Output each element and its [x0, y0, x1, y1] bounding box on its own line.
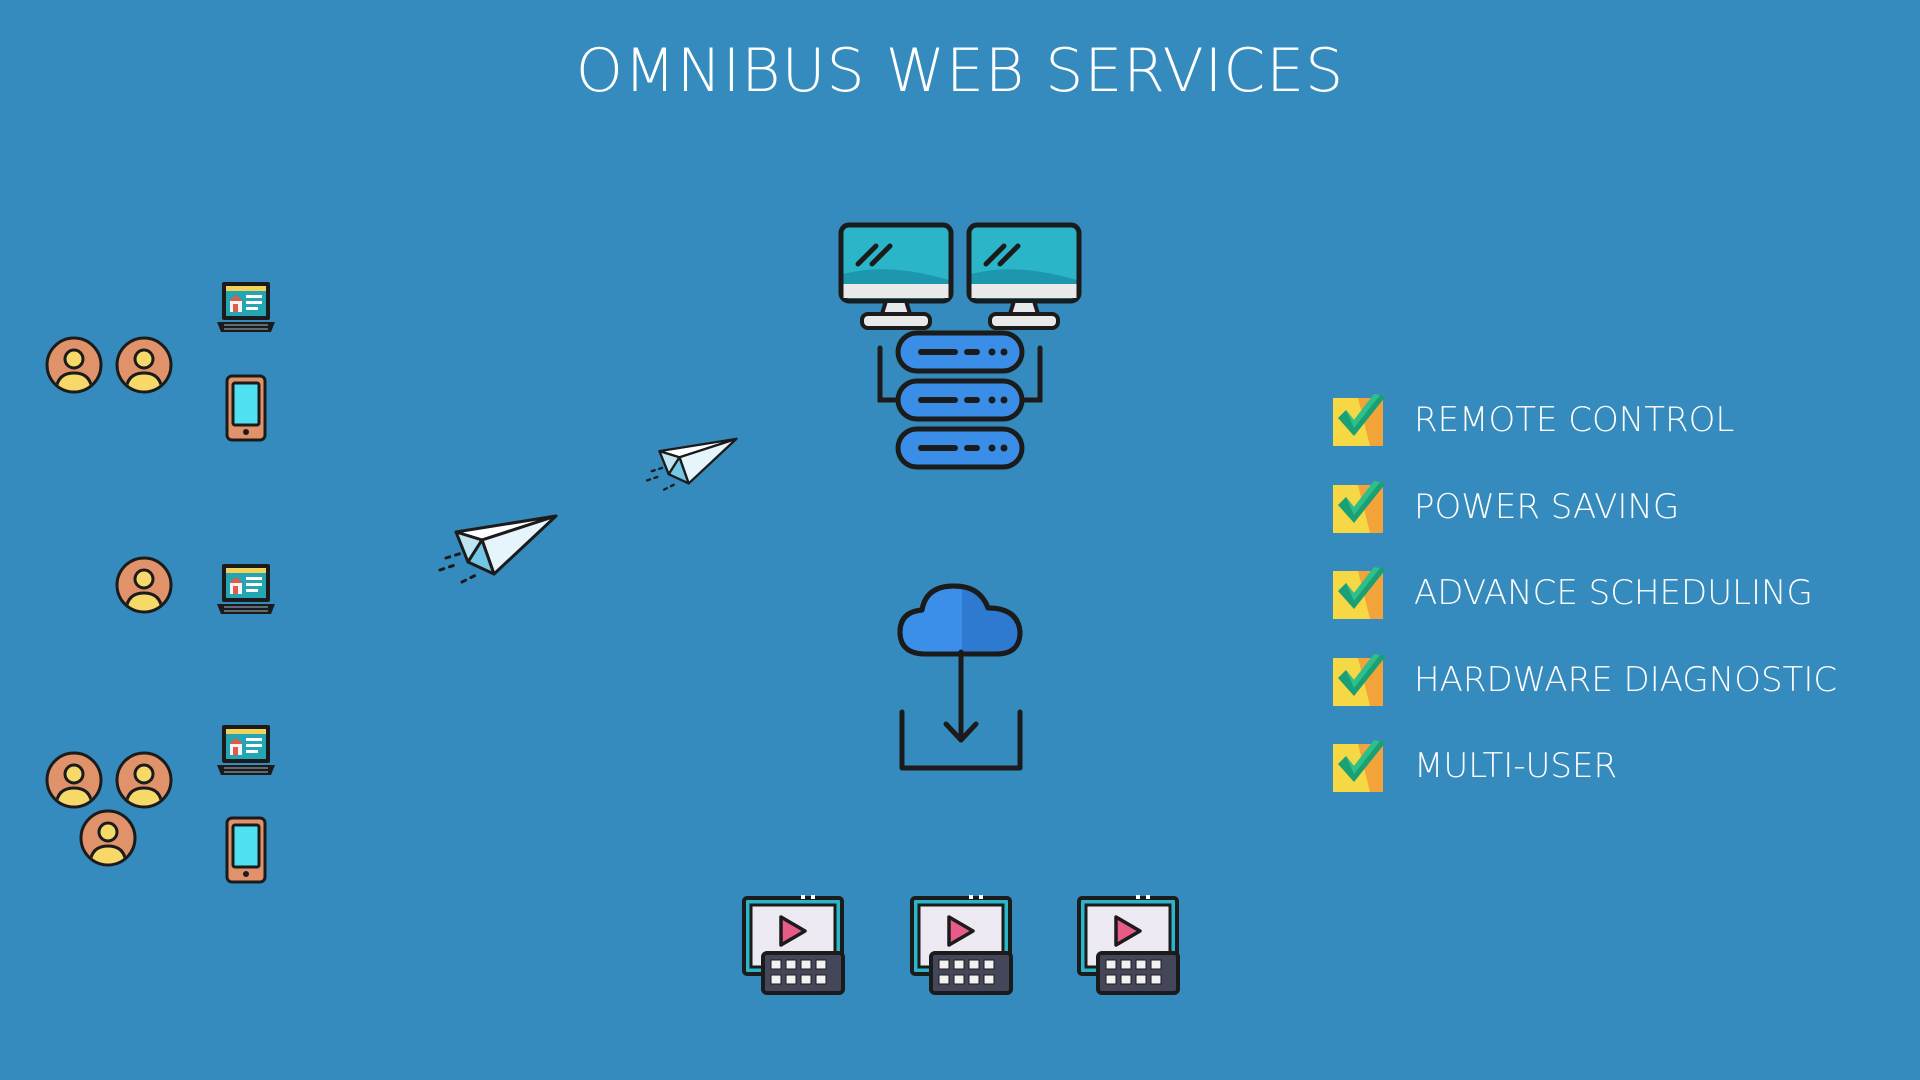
smartphone-icon: [224, 816, 268, 884]
laptop-icon: [216, 562, 276, 618]
feature-label: MULTI-USER: [1414, 746, 1618, 786]
feature-item: REMOTE CONTROL: [1330, 390, 1837, 450]
checkmark-icon: [1330, 736, 1390, 796]
laptop-icon: [216, 723, 276, 779]
smartphone-icon: [224, 374, 268, 442]
feature-item: MULTI-USER: [1330, 736, 1837, 796]
monitor-icon: [838, 222, 954, 338]
media-player-device-icon: [1076, 895, 1180, 995]
user-avatar-icon: [44, 750, 104, 810]
cloud-download-icon: [897, 583, 1023, 771]
feature-label: REMOTE CONTROL: [1414, 400, 1735, 440]
feature-label: HARDWARE DIAGNOSTIC: [1414, 659, 1838, 700]
server-icon: [877, 330, 1043, 470]
user-avatar-icon: [114, 750, 174, 810]
paper-plane-icon: [641, 434, 741, 496]
checkmark-icon: [1330, 650, 1390, 710]
user-avatar-icon: [114, 335, 174, 395]
feature-item: POWER SAVING: [1330, 477, 1837, 537]
feature-item: HARDWARE DIAGNOSTIC: [1330, 650, 1837, 710]
checkmark-icon: [1330, 390, 1390, 450]
checkmark-icon: [1330, 477, 1390, 537]
user-avatar-icon: [114, 555, 174, 615]
feature-list: REMOTE CONTROL POWER SAVING ADVANCE SCHE…: [1330, 390, 1837, 823]
monitor-icon: [966, 222, 1082, 338]
paper-plane-icon: [432, 510, 562, 590]
user-avatar-icon: [78, 808, 138, 868]
page-title: OMNIBUS WEB SERVICES: [575, 36, 1345, 106]
media-player-device-icon: [909, 895, 1013, 995]
checkmark-icon: [1330, 563, 1390, 623]
feature-item: ADVANCE SCHEDULING: [1330, 563, 1837, 623]
laptop-icon: [216, 280, 276, 336]
feature-label: POWER SAVING: [1414, 486, 1680, 527]
user-avatar-icon: [44, 335, 104, 395]
feature-label: ADVANCE SCHEDULING: [1414, 573, 1813, 613]
media-player-device-icon: [741, 895, 845, 995]
